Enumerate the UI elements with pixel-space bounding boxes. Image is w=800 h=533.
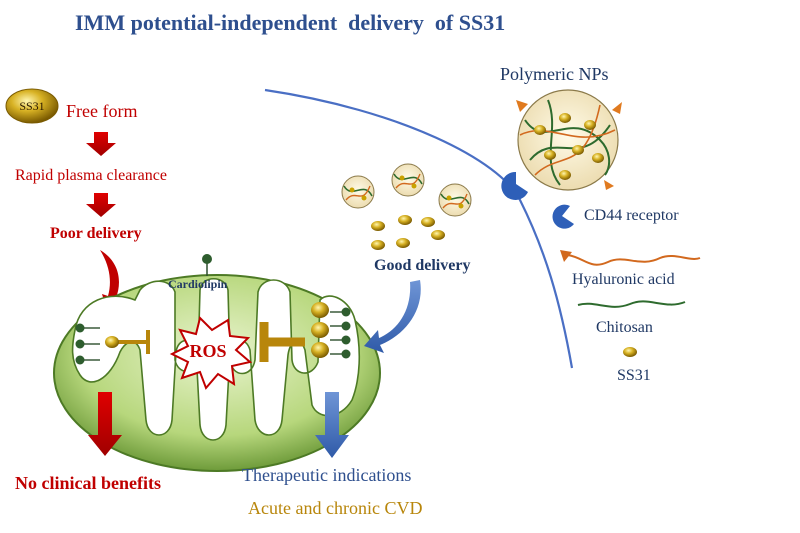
ss31-pill-label: SS31 <box>19 99 44 113</box>
polymeric-nanoparticle <box>516 89 622 191</box>
chitosan-legend-label: Chitosan <box>596 319 653 336</box>
clearance-label: Rapid plasma clearance <box>15 167 167 184</box>
cd44-legend-label: CD44 receptor <box>584 207 679 224</box>
left-cardiolipin-cluster <box>75 323 100 365</box>
chitosan-legend-icon <box>577 300 686 308</box>
ss31-legend-label: SS31 <box>617 367 651 384</box>
free-form-label: Free form <box>66 101 137 121</box>
right-cardiolipin-cluster <box>330 307 351 359</box>
cvd-label: Acute and chronic CVD <box>248 498 422 518</box>
small-nanoparticle-3 <box>438 183 472 217</box>
small-nanoparticle-2 <box>391 163 425 197</box>
poor-delivery-label: Poor delivery <box>50 225 142 242</box>
cd44-legend-icon <box>552 204 574 229</box>
no-benefit-label: No clinical benefits <box>15 473 161 493</box>
diagram-title: IMM potential-independent delivery of SS… <box>75 10 505 35</box>
ss31-in-mito-left <box>105 336 119 348</box>
ss31-pill-icon: SS31 <box>5 88 59 124</box>
right-ss31-cluster <box>311 302 329 358</box>
hyaluronic-acid-arrowhead <box>560 250 572 262</box>
red-arrow-1 <box>86 132 116 156</box>
cardiolipin-icon <box>202 254 212 276</box>
ros-label: ROS <box>189 341 226 361</box>
cardiolipin-label: Cardiolipin <box>168 277 228 291</box>
small-inhibitor-icon <box>118 330 150 354</box>
blue-curved-arrow <box>364 280 421 353</box>
red-arrow-down-benefits <box>88 392 122 456</box>
small-nanoparticle-1 <box>341 175 375 209</box>
ros-burst: ROS <box>169 316 253 390</box>
cd44-receptor-on-membrane <box>501 171 528 200</box>
polymeric-nps-label: Polymeric NPs <box>500 64 609 84</box>
hyaluronic-acid-legend-icon <box>567 254 701 266</box>
therapeutic-label: Therapeutic indications <box>242 465 411 485</box>
large-inhibitor-icon <box>259 322 305 362</box>
good-delivery-label: Good delivery <box>374 257 470 274</box>
ss31-legend-icon <box>623 347 637 357</box>
blue-arrow-down-therapeutic <box>315 392 349 458</box>
hyaluronic-acid-legend-label: Hyaluronic acid <box>572 271 675 288</box>
free-ss31-beads <box>371 215 445 250</box>
red-arrow-2 <box>86 193 116 217</box>
